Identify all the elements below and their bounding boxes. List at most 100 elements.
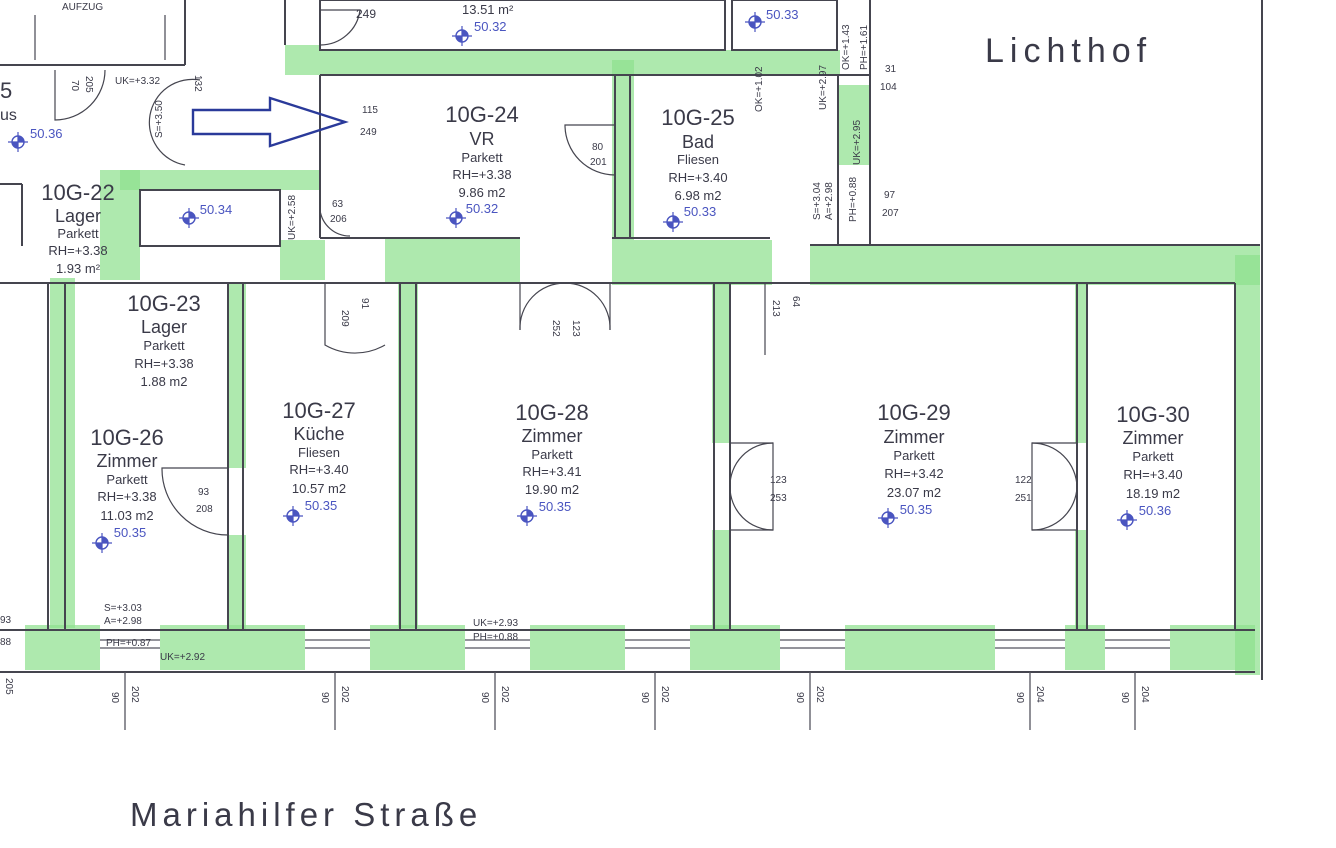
room-floor: Parkett: [531, 447, 573, 462]
room-area: 1.88 m2: [141, 374, 188, 389]
annotation: 93: [0, 615, 12, 626]
door-width: 80: [592, 142, 604, 153]
room-level: 50.32: [466, 201, 499, 216]
room-area: 1.93 m²: [56, 261, 101, 276]
room-level: 50.33: [684, 204, 717, 219]
room-area: 11.03 m2: [100, 508, 153, 523]
room-floor: Fliesen: [677, 152, 719, 167]
room-level: 50.35: [114, 525, 147, 540]
arrow-right-icon: [191, 96, 349, 148]
level-markers: [8, 12, 1137, 553]
annotation: UK=+2.95: [852, 120, 863, 165]
window-height: 202: [659, 686, 670, 703]
annotation: A=+2.98: [104, 616, 142, 627]
window-height: 204: [1139, 686, 1150, 703]
room-height: RH=+3.41: [522, 464, 581, 479]
annotation: UK=+2.93: [473, 618, 518, 629]
room-area: 9.86 m2: [459, 185, 506, 200]
door-height: 207: [882, 208, 899, 219]
room-name: Bad: [682, 132, 714, 152]
left-room-number: 5: [0, 78, 12, 103]
door-height: 64: [790, 296, 801, 308]
room-floor: Parkett: [461, 150, 503, 165]
room-name: VR: [469, 129, 494, 149]
top-dim: 249: [356, 7, 376, 21]
room-floor: Parkett: [143, 338, 185, 353]
room-name: Lager: [141, 317, 187, 337]
room-height: RH=+3.40: [289, 462, 348, 477]
door-width: 93: [198, 487, 210, 498]
room-id: 10G-24: [445, 102, 518, 127]
window-width: 90: [319, 692, 330, 704]
room-height: RH=+3.38: [97, 489, 156, 504]
level-marker-icon: [179, 208, 199, 228]
door-width: 213: [770, 300, 781, 317]
window-width: 90: [794, 692, 805, 704]
room-10G-27: 10G-27 Küche Fliesen RH=+3.40 10.57 m2 5…: [282, 398, 355, 513]
annotation: PH=+0.88: [473, 632, 518, 643]
annotation: PH=+1.61: [859, 25, 870, 70]
level-marker-icon: [517, 506, 537, 526]
window-width: 90: [1119, 692, 1130, 704]
annotation: S=+3.50: [154, 100, 165, 138]
annotations: UK=+3.32 S=+3.50 132 OK=+1.02 UK=+2.97 O…: [0, 24, 870, 695]
annotation: 132: [192, 75, 203, 92]
door-height: 205: [83, 76, 94, 93]
room-floor: Parkett: [893, 448, 935, 463]
room-floor: Parkett: [57, 226, 99, 241]
top-room-level-2: 50.33: [766, 7, 799, 22]
room-10G-24: 10G-24 VR Parkett RH=+3.38 9.86 m2 50.32: [445, 102, 518, 216]
room-level: 50.35: [305, 498, 338, 513]
courtyard-label: Lichthof: [985, 32, 1152, 70]
window-height: 204: [1034, 686, 1045, 703]
left-room-fragment: us: [0, 107, 17, 124]
door-height: 253: [770, 493, 787, 504]
room-id: 10G-30: [1116, 402, 1189, 427]
window-height: 202: [814, 686, 825, 703]
walls-group: [0, 0, 1263, 730]
room-area: 18.19 m2: [1126, 486, 1180, 501]
room-10G-26: 10G-26 Zimmer Parkett RH=+3.38 11.03 m2 …: [90, 425, 163, 540]
room-area: 19.90 m2: [525, 482, 579, 497]
door-width: 252: [550, 320, 561, 337]
street-label: Mariahilfer Straße: [130, 796, 482, 833]
room-name: Zimmer: [522, 426, 583, 446]
door-height: 104: [880, 82, 897, 93]
room-10G-29: 10G-29 Zimmer Parkett RH=+3.42 23.07 m2 …: [877, 400, 950, 517]
room-id: 10G-23: [127, 291, 200, 316]
room-id: 10G-26: [90, 425, 163, 450]
elevator-label: AUFZUG: [62, 2, 103, 13]
top-room-area: 13.51 m²: [462, 2, 514, 17]
room-10G-25: 10G-25 Bad Fliesen RH=+3.40 6.98 m2 50.3…: [661, 105, 734, 219]
room-name: Zimmer: [884, 427, 945, 447]
room-height: RH=+3.40: [668, 170, 727, 185]
room-height: RH=+3.38: [48, 243, 107, 258]
annotation: A=+2.98: [824, 182, 835, 220]
room-level: 50.35: [900, 502, 933, 517]
annotation: S=+3.04: [812, 182, 823, 220]
door-width: 115: [362, 105, 378, 116]
level-marker-icon: [92, 533, 112, 553]
annotation: OK=+1.02: [754, 66, 765, 112]
room-level: 50.34: [200, 202, 233, 217]
room-10G-22: 10G-22 Lager Parkett RH=+3.38 1.93 m² 50…: [41, 180, 232, 276]
door-width: 97: [884, 190, 896, 201]
annotation: 88: [0, 637, 12, 648]
window-width: 90: [109, 692, 120, 704]
room-id: 10G-27: [282, 398, 355, 423]
door-height: 206: [330, 214, 347, 225]
door-dimensions: 115 249 80 201 63 206 97 207 31 104 209 …: [69, 64, 1032, 515]
annotation: UK=+2.97: [818, 65, 829, 110]
room-name: Zimmer: [1123, 428, 1184, 448]
room-floor: Parkett: [1132, 449, 1174, 464]
wall-fill-group: [25, 45, 1260, 675]
window-width: 90: [1014, 692, 1025, 704]
room-level: 50.35: [539, 499, 572, 514]
window-width: 90: [479, 692, 490, 704]
door-height: 123: [570, 320, 581, 337]
room-floor: Fliesen: [298, 445, 340, 460]
annotation: PH=+0.88: [848, 177, 859, 222]
door-height: 251: [1015, 493, 1032, 504]
door-height: 91: [359, 298, 370, 310]
